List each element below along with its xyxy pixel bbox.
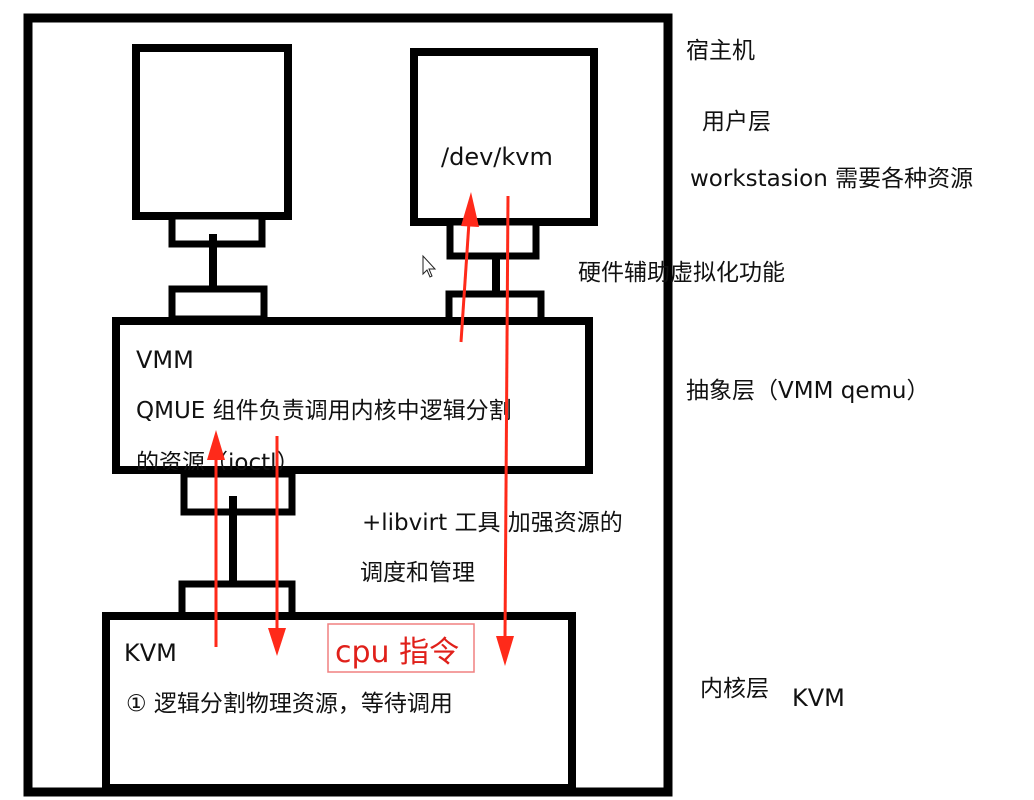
libvirt-line1: +libvirt 工具 加强资源的 [362,510,623,536]
arrow-kvm-to-vmm [207,430,225,647]
kvm-title: KVM [124,639,177,667]
vmm-desc-line1: QMUE 组件负责调用内核中逻辑分割 [136,398,512,424]
arrow-vmm-to-kvm [268,436,286,656]
libvirt-line2: 调度和管理 [360,560,475,586]
kvm-desc: ① 逻辑分割物理资源，等待调用 [126,691,453,717]
workstation-label: workstasion 需要各种资源 [690,166,973,192]
vmm-title: VMM [136,346,194,374]
kernel-kvm-label: KVM [792,684,845,712]
host-label: 宿主机 [686,38,755,64]
arrow-devkvm-to-kvm [496,195,514,666]
cpu-instruction-box [327,623,475,673]
vm-left-box [132,44,292,220]
user-layer-label: 用户层 [702,109,771,135]
vm-right-box [410,48,598,226]
vm-left-port-bottom [168,285,268,323]
vmm-box [112,317,593,474]
arrow-vmm-to-devkvm [459,192,479,343]
cpu-instruction-label: cpu 指令 [335,635,459,670]
abstract-layer-label: 抽象层（VMM qemu） [686,378,929,404]
hw-assist-label: 硬件辅助虚拟化功能 [578,260,785,286]
vmm-port-bottom [180,470,296,516]
mouse-cursor-icon [422,254,437,278]
vm-right-port-top [446,218,540,260]
dev-kvm-label: /dev/kvm [441,143,553,171]
kernel-layer-label: 内核层 [700,676,769,702]
